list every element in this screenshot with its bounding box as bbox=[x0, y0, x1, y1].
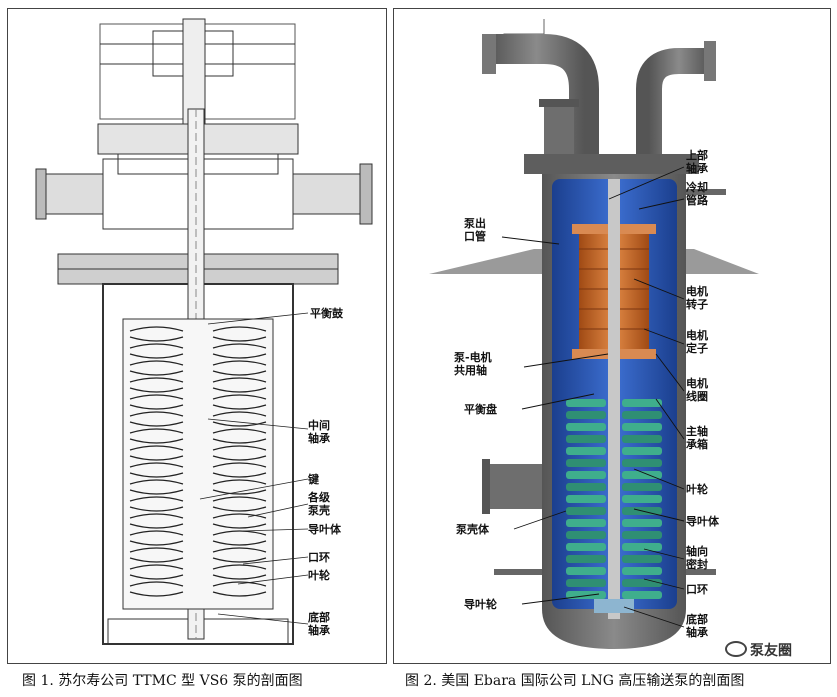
fig1-label-stage-casing-line2: 泵壳 bbox=[308, 503, 330, 517]
fig2-label-motor-rotor-line2: 转子 bbox=[686, 297, 708, 311]
fig2-label-common-shaft-line2: 共用轴 bbox=[454, 363, 487, 377]
watermark-text: 泵友圈 bbox=[750, 643, 792, 659]
fig2-label-axial-seal-line1: 轴向 bbox=[686, 544, 708, 558]
figure1-caption: 图 1. 苏尔寿公司 TTMC 型 VS6 泵的剖面图 bbox=[22, 673, 303, 689]
fig2-label-discharge-pipe-line1: 泵出 bbox=[464, 216, 486, 230]
fig1-label-bottom-bearing-line2: 轴承 bbox=[308, 623, 331, 637]
fig2-label-main-bearing-box-line1: 主轴 bbox=[686, 424, 708, 438]
fig2-label-discharge-pipe-line2: 口管 bbox=[464, 229, 486, 243]
fig2-label-main-bearing-box-line2: 承箱 bbox=[686, 437, 708, 451]
fig2-label-bottom-bearing-line2: 轴承 bbox=[686, 625, 709, 639]
fig1-label-wear-ring: 口环 bbox=[308, 551, 330, 564]
fig2-label-motor-stator-line1: 电机 bbox=[686, 328, 708, 342]
fig1-label-balance-drum: 平衡鼓 bbox=[310, 306, 344, 320]
fig2-label-common-shaft-line1: 泵-电机 bbox=[454, 350, 492, 364]
fig2-label-wear-ring: 口环 bbox=[686, 583, 708, 596]
fig2-label-axial-seal-line2: 密封 bbox=[686, 557, 708, 571]
fig2-label-motor-stator-line2: 定子 bbox=[686, 341, 708, 355]
fig2-label-motor-coil-line1: 电机 bbox=[686, 376, 708, 390]
figure2-caption: 图 2. 美国 Ebara 国际公司 LNG 高压输送泵的剖面图 bbox=[405, 673, 745, 689]
watermark: 泵友圈 bbox=[725, 640, 792, 660]
fig1-label-stage-casing-line1: 各级 bbox=[307, 490, 331, 504]
fig1-label-diffuser: 导叶体 bbox=[308, 522, 342, 536]
figure1-panel: 平衡鼓中间轴承键各级泵壳导叶体口环叶轮底部轴承 bbox=[7, 8, 387, 664]
fig2-label-upper-bearing-line2: 轴承 bbox=[686, 161, 709, 175]
fig2-label-pump-casing: 泵壳体 bbox=[456, 522, 490, 536]
fig2-label-diffuser: 导叶体 bbox=[686, 514, 720, 528]
fig2-label-inducer: 导叶轮 bbox=[464, 597, 497, 611]
wechat-icon bbox=[725, 641, 747, 657]
fig2-label-balance-disc: 平衡盘 bbox=[464, 402, 497, 416]
fig1-label-impeller: 叶轮 bbox=[308, 568, 330, 582]
fig1-label-key: 键 bbox=[307, 472, 320, 486]
fig2-label-impeller: 叶轮 bbox=[686, 482, 708, 496]
fig1-label-intermediate-bearing-line1: 中间 bbox=[308, 418, 330, 432]
fig2-label-cooling-line-line1: 冷却 bbox=[686, 180, 708, 194]
fig1-label-bottom-bearing-line1: 底部 bbox=[308, 610, 330, 624]
fig1-label-intermediate-bearing-line2: 轴承 bbox=[308, 431, 331, 445]
fig2-label-motor-rotor-line1: 电机 bbox=[686, 284, 708, 298]
fig2-label-upper-bearing-line1: 上部 bbox=[686, 148, 708, 162]
figure2-panel: 上部轴承冷却管路泵出口管电机转子电机定子泵-电机共用轴电机线圈平衡盘主轴承箱叶轮… bbox=[393, 8, 831, 664]
fig2-label-bottom-bearing-line1: 底部 bbox=[686, 612, 708, 626]
fig2-label-motor-coil-line2: 线圈 bbox=[686, 389, 708, 403]
fig2-label-cooling-line-line2: 管路 bbox=[686, 193, 709, 207]
ebara-lng-pump-cross-section: 上部轴承冷却管路泵出口管电机转子电机定子泵-电机共用轴电机线圈平衡盘主轴承箱叶轮… bbox=[429, 19, 759, 649]
